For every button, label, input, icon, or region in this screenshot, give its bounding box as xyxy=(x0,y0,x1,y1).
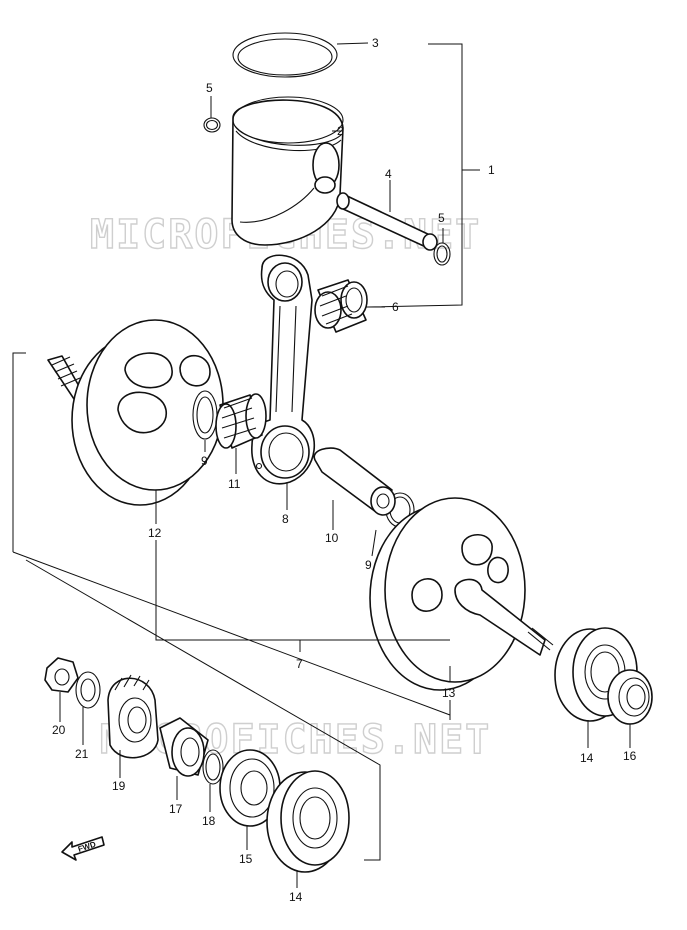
callout-5-right: 5 xyxy=(438,211,445,225)
crank-nut[interactable] xyxy=(44,657,79,693)
callout-21: 21 xyxy=(75,747,89,761)
oil-seal-left[interactable] xyxy=(219,749,281,827)
callout-4: 4 xyxy=(385,167,392,181)
big-end-bearing[interactable] xyxy=(215,393,267,449)
callout-10: 10 xyxy=(325,531,339,545)
callout-labels: 1 2 3 4 5 5 6 7 8 9 9 10 11 12 13 14 14 … xyxy=(52,36,637,904)
callout-13: 13 xyxy=(442,686,456,700)
fwd-label: FWD xyxy=(77,840,97,854)
forward-direction-arrow-icon: FWD xyxy=(61,836,105,861)
callout-14-left: 14 xyxy=(289,890,303,904)
callout-16: 16 xyxy=(623,749,637,763)
callout-7: 7 xyxy=(296,657,303,671)
callout-2: 2 xyxy=(337,124,344,138)
callout-14-right: 14 xyxy=(580,751,594,765)
callout-17: 17 xyxy=(169,802,183,816)
callout-1: 1 xyxy=(488,163,495,177)
crank-bearing-left[interactable] xyxy=(266,770,350,873)
piston-ring[interactable] xyxy=(232,32,338,78)
leader-lines xyxy=(12,42,631,888)
crank-pin[interactable] xyxy=(313,447,396,516)
crankshaft-right-half[interactable] xyxy=(369,497,554,691)
callout-9-left: 9 xyxy=(201,454,208,468)
o-ring[interactable] xyxy=(202,749,224,785)
callout-6: 6 xyxy=(392,300,399,314)
callout-8: 8 xyxy=(282,512,289,526)
callout-20: 20 xyxy=(52,723,66,737)
callout-3: 3 xyxy=(372,36,379,50)
small-end-bearing[interactable] xyxy=(314,279,368,333)
lock-washer[interactable] xyxy=(75,671,101,709)
piston[interactable] xyxy=(231,96,344,246)
crank-spacer[interactable] xyxy=(159,717,209,777)
callout-5-top: 5 xyxy=(206,81,213,95)
callout-12: 12 xyxy=(148,526,162,540)
oil-seal-right[interactable] xyxy=(607,669,653,725)
callout-11: 11 xyxy=(228,477,241,491)
crankshaft-left-half[interactable] xyxy=(47,319,224,506)
callout-19: 19 xyxy=(112,779,126,793)
piston-pin-circlip-left[interactable] xyxy=(203,117,221,133)
primary-drive-gear[interactable] xyxy=(107,674,159,759)
callout-18: 18 xyxy=(202,814,216,828)
piston-pin-circlip-right[interactable] xyxy=(433,242,451,266)
piston-pin[interactable] xyxy=(336,192,438,251)
callout-9-right: 9 xyxy=(365,558,372,572)
callout-15: 15 xyxy=(239,852,253,866)
connecting-rod[interactable] xyxy=(251,254,315,485)
